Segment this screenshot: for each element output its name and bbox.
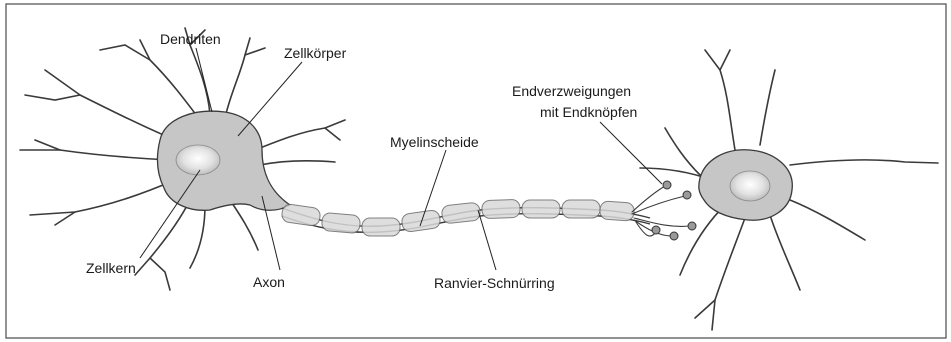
myelin-sheath — [281, 199, 635, 236]
sending-neuron — [20, 28, 345, 290]
label-axon: Axon — [253, 274, 285, 290]
label-myelinscheide: Myelinscheide — [390, 134, 479, 150]
zellkern-nucleus — [176, 145, 220, 175]
end-knob — [663, 181, 671, 189]
end-knob — [688, 222, 696, 230]
right-nucleus — [730, 171, 770, 201]
end-knob — [670, 232, 678, 240]
label-endverzweigungen-line2: mit Endknöpfen — [540, 104, 637, 120]
receiving-neuron — [640, 50, 938, 330]
label-ranvier-schnuerring: Ranvier-Schnürring — [434, 275, 555, 291]
label-dendriten: Dendriten — [160, 31, 221, 47]
end-knob — [683, 191, 691, 199]
label-zellkern: Zellkern — [86, 260, 136, 276]
label-endverzweigungen-line1: Endverzweigungen — [512, 83, 631, 99]
axon-terminals — [632, 181, 696, 240]
label-zellkoerper: Zellkörper — [284, 45, 347, 61]
end-knob — [652, 226, 660, 234]
